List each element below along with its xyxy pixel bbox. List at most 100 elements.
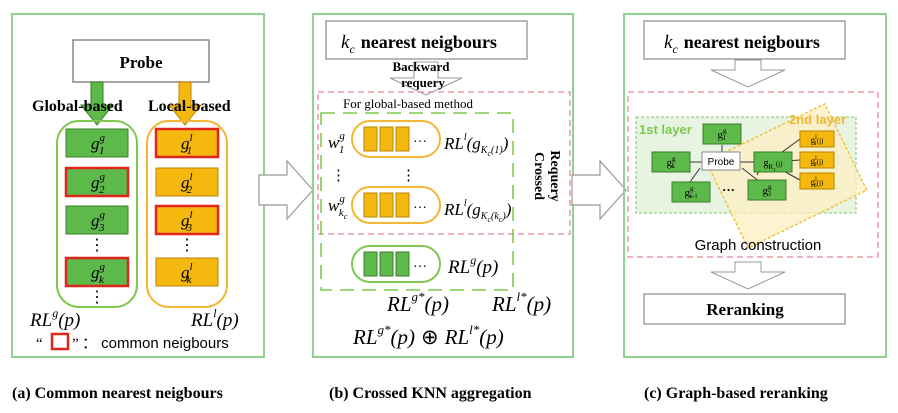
requery-vertical-label: Requery xyxy=(547,150,562,201)
arrow-to-graph xyxy=(710,59,786,88)
global-based-label: Global-based xyxy=(32,98,123,115)
global-method-label: For global-based method xyxy=(343,96,473,111)
row1-dots: ··· xyxy=(413,135,427,150)
local-list-row-k xyxy=(351,186,441,224)
local-list-container xyxy=(146,120,228,308)
node-probe xyxy=(701,151,741,171)
global-method-region xyxy=(317,91,571,235)
local-cell xyxy=(155,257,219,287)
reranking-box xyxy=(643,293,846,325)
global-vertical-ellipsis: ⋮ xyxy=(89,237,105,254)
local-arrow xyxy=(167,81,203,126)
rl-rowk-label: RLl(gKc(kc)) xyxy=(443,198,512,224)
reranking-label: Reranking xyxy=(706,300,784,319)
node-g1 xyxy=(702,123,742,145)
node-gkc-label: gKc(j) xyxy=(764,158,784,173)
local-based-label: Local-based xyxy=(148,98,231,115)
node-gk1 xyxy=(671,181,711,203)
local-cell xyxy=(154,127,220,159)
green-row-dots: ··· xyxy=(413,260,427,275)
legend-close-quote: ” xyxy=(72,336,79,352)
global-arrow xyxy=(79,81,115,126)
rl-global-label: RLg(p) xyxy=(29,306,80,331)
rowk-cell xyxy=(363,192,378,218)
probe-label: Probe xyxy=(119,53,163,72)
rlg-star-label: RLg*(p) xyxy=(386,289,449,316)
row1-cell xyxy=(379,126,394,152)
node-probe-label: Probe xyxy=(708,157,735,168)
row1-cell xyxy=(363,126,378,152)
green-row-cells xyxy=(363,251,410,277)
local-cell xyxy=(154,204,220,236)
global-list-container xyxy=(56,120,138,308)
caption-b: (b) Crossed KNN aggregation xyxy=(329,385,532,402)
rowk-cell xyxy=(395,192,410,218)
node-o2 xyxy=(799,151,835,169)
panel-c-frame xyxy=(623,13,887,358)
rowk-cell xyxy=(379,192,394,218)
node-o1 xyxy=(799,130,835,148)
weights-vertical-dots: ⋮ xyxy=(331,168,346,184)
arrow-to-reranking xyxy=(710,261,786,290)
node-gk xyxy=(651,151,691,173)
kc-neighbours-box-c xyxy=(643,20,846,60)
global-cell xyxy=(65,128,129,158)
arrow-b-to-c xyxy=(571,159,627,221)
rll-star-label: RLl*(p) xyxy=(491,289,551,316)
legend-text: ： common neigbours xyxy=(82,335,229,352)
green-row-cell xyxy=(363,251,378,277)
node-o3 xyxy=(799,172,835,190)
backward-label: Backward xyxy=(392,59,450,74)
crossed-region xyxy=(320,112,514,291)
rows-vertical-dots: ⋮ xyxy=(401,168,416,184)
rl-row1-label: RLl(gKc(1)) xyxy=(443,132,509,158)
rowk-dots: ··· xyxy=(413,201,427,216)
global-cell xyxy=(65,205,129,235)
node-gkc xyxy=(753,151,793,173)
rl-green-label: RLg(p) xyxy=(447,253,498,278)
graph-construction-label: Graph construction xyxy=(695,237,822,254)
green-row-cell xyxy=(395,251,410,277)
kc-neighbours-box-b xyxy=(325,20,528,60)
green-row-cell xyxy=(379,251,394,277)
common-neighbour-swatch xyxy=(50,332,70,351)
probe-box xyxy=(72,39,210,83)
rowk-cells xyxy=(363,192,410,218)
requery-label: requery xyxy=(401,75,445,90)
global-cell xyxy=(64,256,130,288)
graph-dots: ··· xyxy=(722,182,735,197)
aggregation-formula: RLg*(p)⊕RLl*(p) xyxy=(352,322,504,349)
row1-cells xyxy=(363,126,410,152)
global-cell xyxy=(64,166,130,198)
legend-open-quote: “ xyxy=(36,336,43,352)
local-list-row-1 xyxy=(351,120,441,158)
row1-cell xyxy=(395,126,410,152)
local-vertical-ellipsis: ⋮ xyxy=(179,237,195,254)
local-cell xyxy=(155,167,219,197)
graph-region xyxy=(627,91,879,258)
first-layer-label: 1st layer xyxy=(639,122,692,137)
caption-a: (a) Common nearest neigbours xyxy=(12,385,223,402)
